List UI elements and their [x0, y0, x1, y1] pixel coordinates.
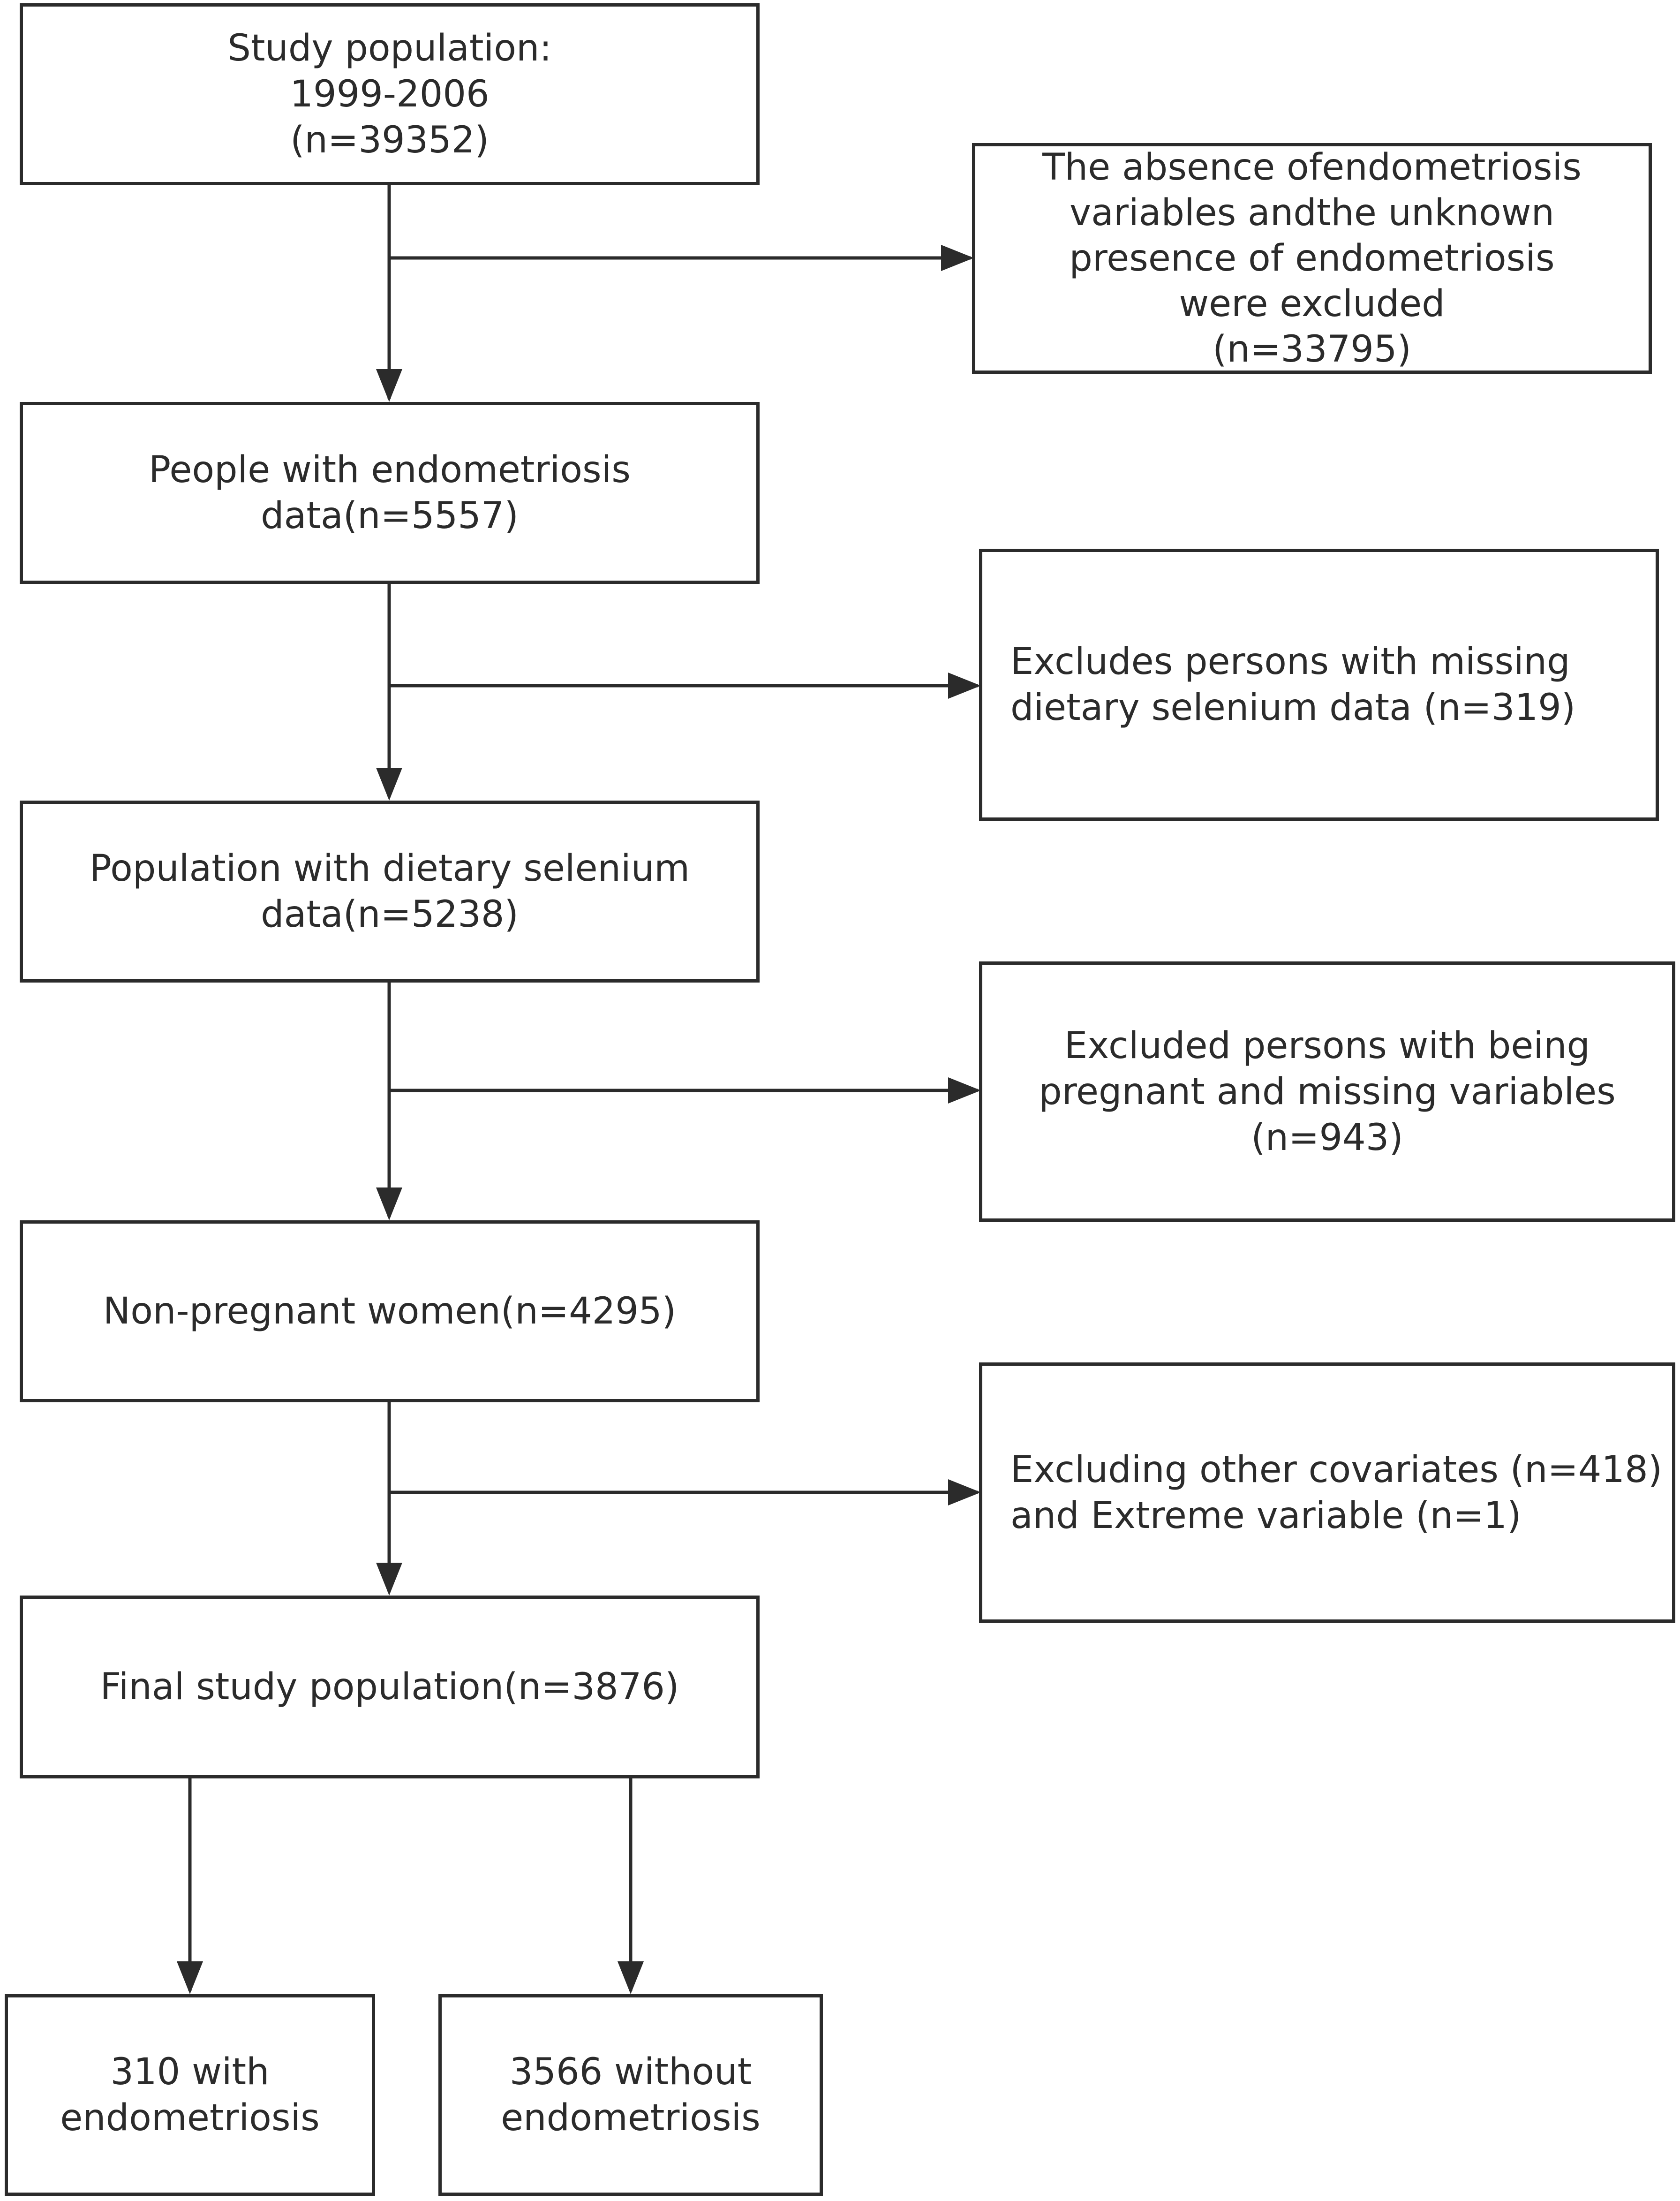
people-with-endometriosis-data-box: People with endometriosis data(n=5557)	[20, 402, 760, 584]
study-population-line: Study population:	[227, 27, 552, 69]
exclusion-endometriosis-line: The absence ofendometriosis	[1042, 146, 1582, 189]
people-with-endometriosis-line: People with endometriosis	[149, 449, 631, 491]
exclusion-endometriosis-line: (n=33795)	[1213, 328, 1411, 371]
non-pregnant-women-line: Non-pregnant women(n=4295)	[103, 1290, 677, 1332]
population-with-selenium-data-box: Population with dietary selenium data(n=…	[20, 801, 760, 983]
exclusion-pregnant-missing-box: Excluded persons with being pregnant and…	[979, 961, 1675, 1222]
with-endometriosis-line: endometriosis	[60, 2097, 320, 2139]
people-with-endometriosis-line: data(n=5557)	[261, 495, 519, 537]
final-study-population-line: Final study population(n=3876)	[100, 1666, 679, 1708]
exclusion-endometriosis-variables-box: The absence ofendometriosis variables an…	[972, 143, 1652, 374]
with-endometriosis-line: 310 with	[110, 2051, 270, 2093]
without-endometriosis-box: 3566 without endometriosis	[438, 1994, 823, 2196]
population-selenium-line: Population with dietary selenium	[89, 847, 690, 890]
without-endometriosis-line: endometriosis	[501, 2097, 761, 2139]
exclusion-endometriosis-line: were excluded	[1179, 282, 1445, 325]
exclusion-endometriosis-line: presence of endometriosis	[1069, 237, 1555, 280]
exclusion-selenium-line: Excludes persons with missing	[1010, 641, 1570, 683]
study-population-box: Study population: 1999-2006 (n=39352)	[20, 3, 760, 185]
final-study-population-box: Final study population(n=3876)	[20, 1596, 760, 1778]
exclusion-pregnant-line: Excluded persons with being	[1064, 1024, 1590, 1067]
population-selenium-line: data(n=5238)	[261, 893, 519, 936]
exclusion-selenium-line: dietary selenium data (n=319)	[1010, 687, 1576, 729]
without-endometriosis-line: 3566 without	[509, 2051, 752, 2093]
exclusion-covariates-line: and Extreme variable (n=1)	[1010, 1494, 1522, 1537]
exclusion-covariates-line: Excluding other covariates (n=418)	[1010, 1448, 1663, 1491]
non-pregnant-women-box: Non-pregnant women(n=4295)	[20, 1220, 760, 1402]
study-population-line: 1999-2006	[290, 73, 490, 115]
with-endometriosis-box: 310 with endometriosis	[5, 1994, 375, 2196]
study-population-line: (n=39352)	[290, 119, 489, 161]
exclusion-pregnant-line: pregnant and missing variables	[1039, 1070, 1616, 1113]
exclusion-pregnant-line: (n=943)	[1251, 1116, 1403, 1159]
exclusion-covariates-extreme-box: Excluding other covariates (n=418) and E…	[979, 1362, 1675, 1623]
exclusion-endometriosis-line: variables andthe unknown	[1069, 191, 1555, 234]
exclusion-missing-selenium-box: Excludes persons with missing dietary se…	[979, 549, 1659, 821]
